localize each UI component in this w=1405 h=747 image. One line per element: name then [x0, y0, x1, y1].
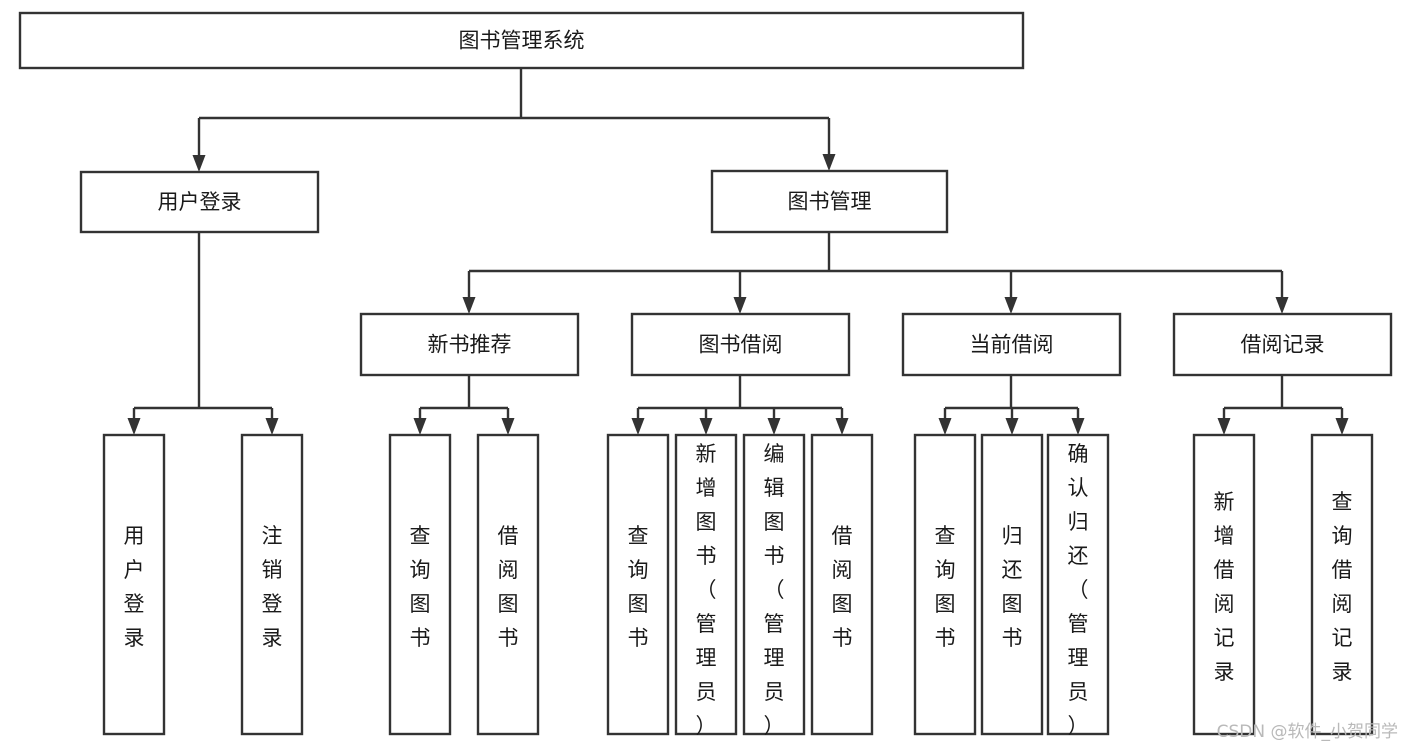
- node-box-leaf-borrow-book-1: [476, 433, 540, 736]
- node-label-leaf-confirm-return: 确认归还（管理员）: [1068, 442, 1089, 738]
- node-leaf-borrow-book-2[interactable]: 借阅图书: [810, 433, 874, 736]
- arrowhead-c-bm-to-n4: [1275, 297, 1289, 314]
- arrowhead-c-cb-l3: [1071, 418, 1085, 435]
- node-label-book-management: 图书管理: [788, 190, 872, 214]
- node-leaf-edit-book[interactable]: 编辑图书（管理员）: [742, 433, 806, 738]
- node-label-root: 图书管理系统: [459, 29, 585, 53]
- node-current-borrow[interactable]: 当前借阅: [901, 312, 1122, 377]
- node-label-leaf-borrow-book-1: 借阅图书: [498, 524, 519, 650]
- node-label-leaf-borrow-book-2: 借阅图书: [832, 524, 853, 650]
- node-leaf-add-book[interactable]: 新增图书（管理员）: [674, 433, 738, 738]
- node-leaf-query-record[interactable]: 查询借阅记录: [1310, 433, 1374, 736]
- arrowhead-c-nb-l1: [413, 418, 427, 435]
- node-box-leaf-add-record: [1192, 433, 1256, 736]
- node-box-leaf-edit-book: [742, 433, 806, 736]
- node-label-leaf-query-book-3: 查询图书: [935, 524, 956, 650]
- arrowhead-c-bm-to-n2: [733, 297, 747, 314]
- node-label-book-borrow: 图书借阅: [699, 333, 783, 357]
- node-label-leaf-add-book: 新增图书（管理员）: [696, 442, 717, 738]
- arrowhead-c-bm-to-n3: [1004, 297, 1018, 314]
- node-label-user-login: 用户登录: [158, 190, 242, 214]
- arrowhead-c-bm-to-n1: [462, 297, 476, 314]
- node-box-leaf-user-login: [102, 433, 166, 736]
- arrowhead-c-cb-l2: [1005, 418, 1019, 435]
- node-box-leaf-logout: [240, 433, 304, 736]
- node-label-leaf-return-book: 归还图书: [1002, 524, 1023, 650]
- node-borrow-records[interactable]: 借阅记录: [1172, 312, 1393, 377]
- node-label-leaf-query-book-2: 查询图书: [628, 524, 649, 650]
- node-box-book-borrow: [630, 312, 851, 377]
- node-label-leaf-query-book-1: 查询图书: [410, 524, 431, 650]
- node-leaf-return-book[interactable]: 归还图书: [980, 433, 1044, 736]
- arrowhead-c-bb-l3: [767, 418, 781, 435]
- node-leaf-logout[interactable]: 注销登录: [240, 433, 304, 736]
- node-box-current-borrow: [901, 312, 1122, 377]
- node-box-book-management: [710, 169, 949, 234]
- arrowhead-c-login-l2: [265, 418, 279, 435]
- arrowhead-c-br-l2: [1335, 418, 1349, 435]
- node-root[interactable]: 图书管理系统: [18, 11, 1025, 70]
- node-label-leaf-query-record: 查询借阅记录: [1332, 490, 1353, 684]
- node-box-leaf-confirm-return: [1046, 433, 1110, 736]
- csdn-watermark: CSDN @软件_小贺同学: [1217, 722, 1398, 742]
- node-leaf-query-book-1[interactable]: 查询图书: [388, 433, 452, 736]
- node-box-borrow-records: [1172, 312, 1393, 377]
- node-label-leaf-add-record: 新增借阅记录: [1214, 490, 1235, 684]
- node-box-leaf-query-book-1: [388, 433, 452, 736]
- node-box-new-book-recommend: [359, 312, 580, 377]
- node-user-login[interactable]: 用户登录: [79, 170, 320, 234]
- node-box-leaf-add-book: [674, 433, 738, 736]
- arrowhead-c-br-l1: [1217, 418, 1231, 435]
- node-label-borrow-records: 借阅记录: [1241, 333, 1325, 357]
- node-book-borrow[interactable]: 图书借阅: [630, 312, 851, 377]
- node-leaf-confirm-return[interactable]: 确认归还（管理员）: [1046, 433, 1110, 738]
- node-label-current-borrow: 当前借阅: [970, 333, 1054, 357]
- arrowhead-c-nb-l2: [501, 418, 515, 435]
- node-label-leaf-logout: 注销登录: [262, 524, 283, 650]
- arrowhead-c-bb-l2: [699, 418, 713, 435]
- node-leaf-add-record[interactable]: 新增借阅记录: [1192, 433, 1256, 736]
- node-label-leaf-edit-book: 编辑图书（管理员）: [764, 442, 785, 738]
- node-box-root: [18, 11, 1025, 70]
- node-box-leaf-query-record: [1310, 433, 1374, 736]
- node-box-leaf-query-book-3: [913, 433, 977, 736]
- node-new-book-recommend[interactable]: 新书推荐: [359, 312, 580, 377]
- node-leaf-query-book-3[interactable]: 查询图书: [913, 433, 977, 736]
- arrowhead-c-login-l1: [127, 418, 141, 435]
- arrowhead-c-bb-l1: [631, 418, 645, 435]
- node-box-leaf-return-book: [980, 433, 1044, 736]
- node-leaf-user-login[interactable]: 用户登录: [102, 433, 166, 736]
- node-box-user-login: [79, 170, 320, 234]
- node-label-new-book-recommend: 新书推荐: [428, 333, 512, 357]
- arrowhead-c-root-to-login: [192, 155, 206, 172]
- node-layer: 图书管理系统用户登录图书管理新书推荐图书借阅当前借阅借阅记录用户登录注销登录查询…: [18, 11, 1393, 738]
- node-leaf-query-book-2[interactable]: 查询图书: [606, 433, 670, 736]
- connector-layer: [127, 68, 1349, 435]
- node-book-management[interactable]: 图书管理: [710, 169, 949, 234]
- node-leaf-borrow-book-1[interactable]: 借阅图书: [476, 433, 540, 736]
- node-box-leaf-query-book-2: [606, 433, 670, 736]
- node-box-leaf-borrow-book-2: [810, 433, 874, 736]
- arrowhead-c-bb-l4: [835, 418, 849, 435]
- arrowhead-c-cb-l1: [938, 418, 952, 435]
- node-label-leaf-user-login: 用户登录: [124, 524, 145, 650]
- arrowhead-c-root-to-bm: [822, 154, 836, 171]
